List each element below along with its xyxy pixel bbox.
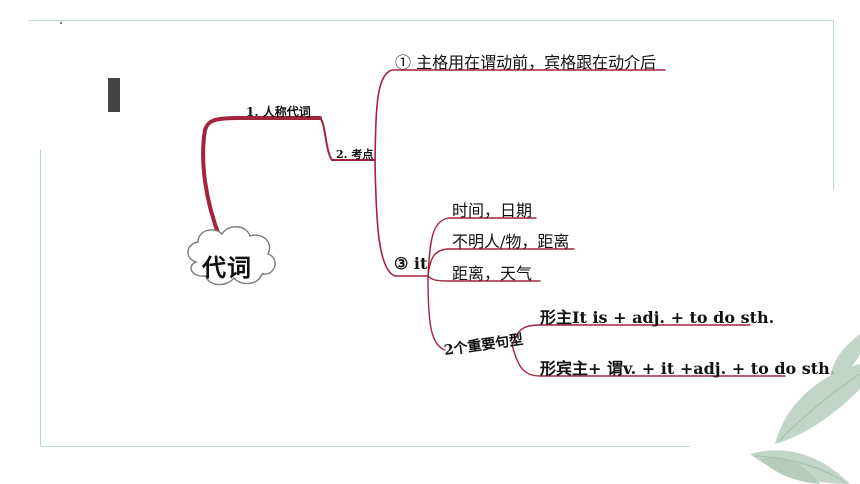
connector-patterns: [427, 275, 446, 351]
connector-pattern-1: [511, 324, 751, 346]
branch-personal-pronoun: 1. 人称代词: [246, 105, 311, 119]
connector-it-2: [427, 248, 575, 277]
it-use-time-date: 时间，日期: [452, 201, 533, 220]
it-use-unknown-person: 不明人/物，距离: [452, 232, 570, 251]
point-1-case-rule: ① 主格用在谓动前，宾格跟在动介后: [395, 53, 657, 72]
frame-right-line: [833, 20, 834, 190]
title-marker-bar: [108, 78, 120, 112]
branch-test-points: 2. 考点: [336, 148, 374, 161]
connector-point1: [374, 69, 666, 161]
connector-branch2: [319, 117, 376, 161]
leaf-decoration: [750, 334, 860, 484]
central-topic: 代词: [202, 253, 252, 282]
frame-bottom-line: [40, 446, 690, 447]
frame-left-line: [40, 150, 41, 446]
connector-it-3: [427, 275, 541, 282]
decor-dot: [60, 22, 62, 24]
connector-it-1: [427, 217, 537, 277]
pattern-formal-subject: 形主It is + adj. + to do sth.: [540, 308, 775, 327]
connector-point3: [374, 159, 429, 277]
central-cloud-shape: [187, 226, 276, 286]
pattern-formal-object: 形宾主+ 谓v. + it +adj. + to do sth.: [540, 359, 836, 378]
connector-pattern-2: [511, 344, 786, 377]
point-3-it: ③ it: [394, 254, 428, 273]
connector-trunk: [201, 116, 322, 240]
frame-top-line: [28, 20, 834, 21]
it-use-distance-weather: 距离，天气: [452, 264, 533, 283]
